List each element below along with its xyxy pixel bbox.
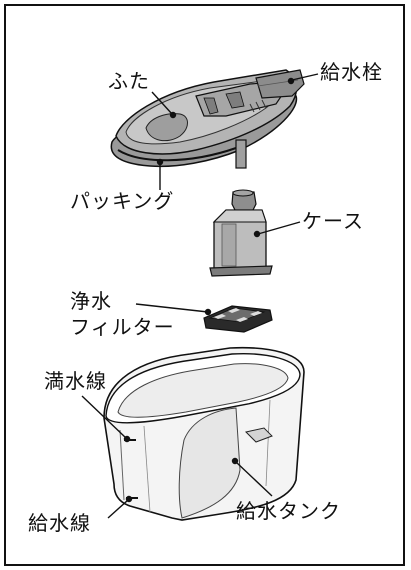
leader-filter [135, 303, 209, 313]
leader-lid [151, 91, 173, 115]
label-supply-line: 給水線 [28, 511, 91, 535]
filter-illustration [203, 305, 273, 333]
label-full-line: 満水線 [44, 369, 107, 393]
label-supply-plug: 給水栓 [320, 60, 383, 84]
label-tank: 給水タンク [236, 499, 341, 523]
leader-case [257, 221, 301, 235]
lid-illustration [110, 69, 305, 169]
leader-full-line [81, 395, 127, 439]
label-case: ケース [302, 209, 364, 233]
leader-supply-plug [291, 73, 319, 81]
leader-lines [81, 73, 319, 519]
label-packing: パッキング [70, 189, 175, 213]
diagram-frame [4, 4, 405, 566]
label-filter-line1: 浄水 [70, 289, 112, 313]
tank-illustration [103, 346, 305, 521]
case-illustration [209, 189, 273, 277]
label-filter-line2: フィルター [70, 315, 175, 339]
leader-supply-line [107, 499, 129, 519]
leader-tank [235, 461, 273, 497]
label-lid: ふた [108, 69, 150, 93]
